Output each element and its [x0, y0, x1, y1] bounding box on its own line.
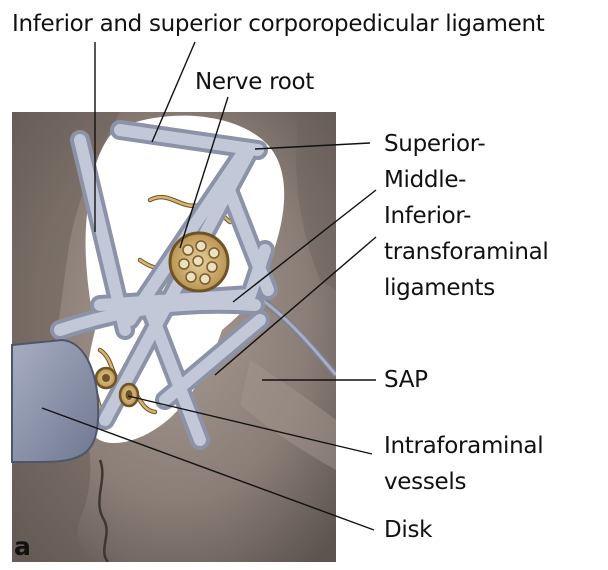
- label-intraforaminal: Intraforaminal: [384, 432, 543, 461]
- label-ligaments: ligaments: [384, 274, 495, 303]
- panel-letter: a: [14, 532, 31, 561]
- label-vessels: vessels: [384, 468, 466, 497]
- label-disk: Disk: [384, 516, 432, 545]
- nerve-root: [170, 233, 228, 291]
- label-transforaminal: transforaminal: [384, 238, 549, 267]
- label-inferior-transforaminal: Inferior-: [384, 202, 471, 231]
- label-nerve-root: Nerve root: [195, 68, 314, 97]
- label-middle-transforaminal: Middle-: [384, 166, 466, 195]
- label-sap: SAP: [384, 366, 428, 395]
- label-corporopedicular-ligament: Inferior and superior corporopedicular l…: [12, 10, 544, 39]
- intervertebral-disk: [12, 340, 98, 462]
- label-superior-transforaminal: Superior-: [384, 130, 485, 159]
